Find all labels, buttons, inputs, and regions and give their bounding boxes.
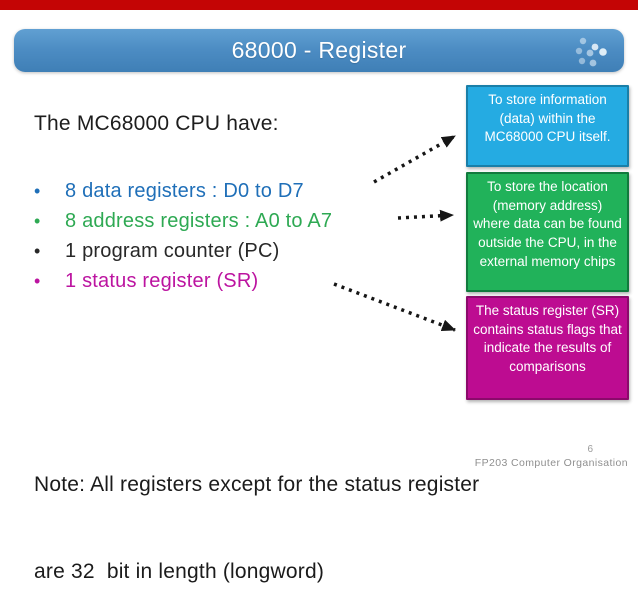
bullet-text: 1 program counter (PC) xyxy=(65,239,280,262)
bullet-dot: • xyxy=(34,210,41,231)
bullet-item-address-registers: • 8 address registers : A0 to A7 xyxy=(34,206,454,236)
bullet-dot: • xyxy=(34,270,41,291)
bullet-item-data-registers: • 8 data registers : D0 to D7 xyxy=(34,176,454,206)
dots-ornament-icon xyxy=(575,37,607,67)
callout-text: The status register (SR) contains status… xyxy=(473,303,622,374)
slide-title: 68000 - Register xyxy=(231,37,407,63)
intro-text: The MC68000 CPU have: xyxy=(34,112,279,135)
callout-text: To store information (data) within the M… xyxy=(484,92,611,145)
bullet-text: 8 address registers : A0 to A7 xyxy=(65,209,333,232)
note-line-2: are 32 bit in length (longword) xyxy=(34,560,325,583)
top-border-strip xyxy=(0,0,638,10)
callout-address-registers: To store the location (memory address) w… xyxy=(466,172,629,292)
bullet-dot: • xyxy=(34,180,41,201)
note-block: Note: All registers except for the statu… xyxy=(34,412,479,615)
bullet-list: • 8 data registers : D0 to D7 • 8 addres… xyxy=(34,176,454,296)
bullet-item-status-register: • 1 status register (SR) xyxy=(34,266,454,296)
callout-data-registers: To store information (data) within the M… xyxy=(466,85,629,167)
note-line-1: Note: All registers except for the statu… xyxy=(34,473,480,496)
footer-text: FP203 Computer Organisation xyxy=(474,457,628,469)
title-bar: 68000 - Register xyxy=(14,29,624,72)
callout-text: To store the location (memory address) w… xyxy=(473,179,622,269)
bullet-text: 1 status register (SR) xyxy=(65,269,259,292)
bullet-item-program-counter: • 1 program counter (PC) xyxy=(34,236,454,266)
bullet-dot: • xyxy=(34,240,41,261)
bullet-text: 8 data registers : D0 to D7 xyxy=(65,179,304,202)
page-number: 6 xyxy=(587,444,593,455)
callout-status-register: The status register (SR) contains status… xyxy=(466,296,629,400)
